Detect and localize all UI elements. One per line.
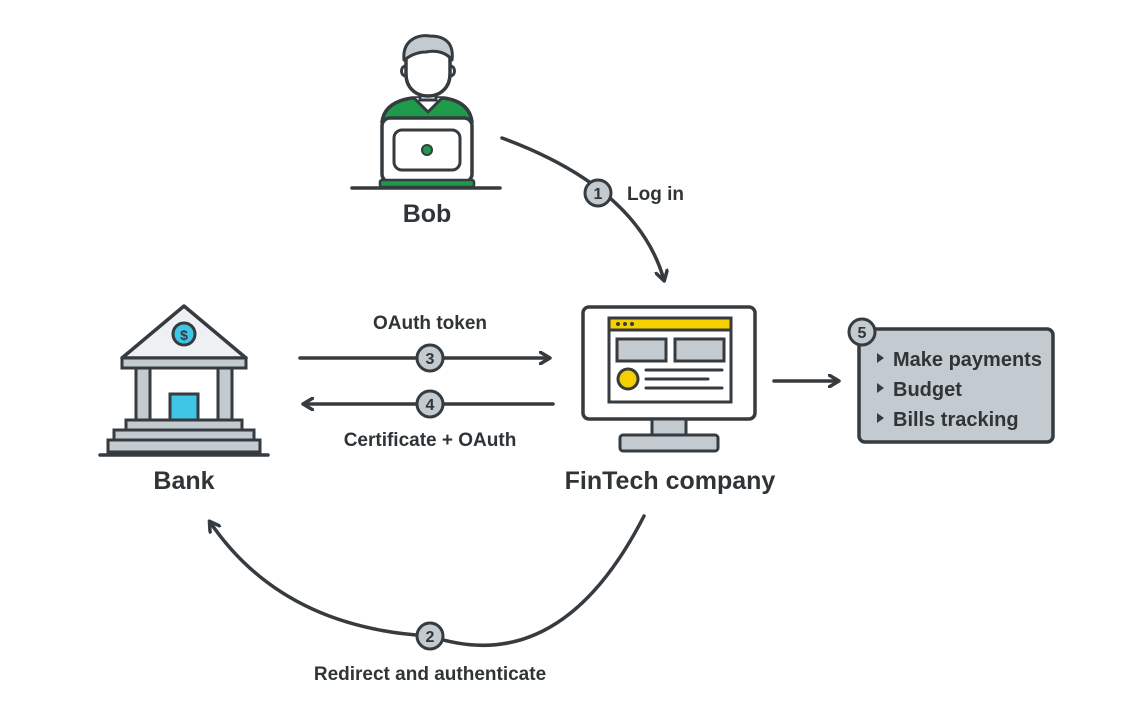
arrow-login <box>500 136 664 280</box>
feature-item: Make payments <box>877 349 1042 371</box>
bank-label: Bank <box>153 467 214 495</box>
step-label-3: OAuth token <box>373 313 487 334</box>
step-badge-4: 4 <box>415 389 445 419</box>
svg-text:$: $ <box>180 327 188 343</box>
step-number-4: 4 <box>426 397 435 414</box>
features-box: 5 Make payments Budget Bills tracking <box>847 317 1055 444</box>
step-label-1: Log in <box>627 184 684 205</box>
feature-label-make-payments: Make payments <box>893 349 1042 371</box>
fintech-monitor-icon <box>581 305 757 453</box>
fintech-label: FinTech company <box>565 467 776 495</box>
step-number-1: 1 <box>594 186 603 203</box>
step-badge-5: 5 <box>847 317 877 347</box>
feature-label-budget: Budget <box>893 379 962 401</box>
step-number-2: 2 <box>426 629 435 646</box>
step-number-5: 5 <box>858 325 867 342</box>
step-badge-1: 1 <box>583 178 613 208</box>
feature-item: Budget <box>877 379 962 401</box>
step-badge-2: 2 <box>415 621 445 651</box>
feature-item: Bills tracking <box>877 409 1019 431</box>
step-badge-3: 3 <box>415 343 445 373</box>
feature-label-bills-tracking: Bills tracking <box>893 409 1019 431</box>
step-label-2: Redirect and authenticate <box>314 664 546 685</box>
step-label-4: Certificate + OAuth <box>344 430 517 451</box>
bob-icon <box>350 34 502 190</box>
step-number-3: 3 <box>426 351 435 368</box>
bank-icon: $ <box>98 304 270 457</box>
bob-label: Bob <box>403 200 452 228</box>
